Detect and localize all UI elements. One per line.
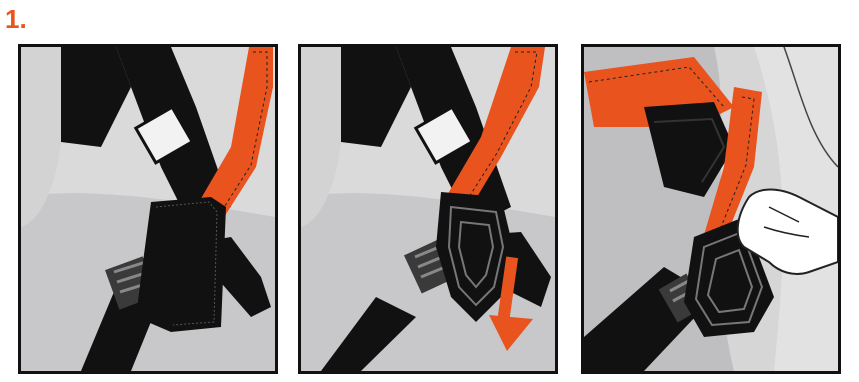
step-number: 1. bbox=[5, 4, 27, 34]
illustration-panel-3 bbox=[581, 44, 841, 374]
harness-illustration-1 bbox=[21, 47, 275, 371]
harness-illustration-3 bbox=[584, 47, 838, 371]
illustration-panel-2 bbox=[298, 44, 558, 374]
harness-illustration-2 bbox=[301, 47, 555, 371]
illustration-panel-1 bbox=[18, 44, 278, 374]
shoulder-pad-icon bbox=[136, 197, 226, 332]
